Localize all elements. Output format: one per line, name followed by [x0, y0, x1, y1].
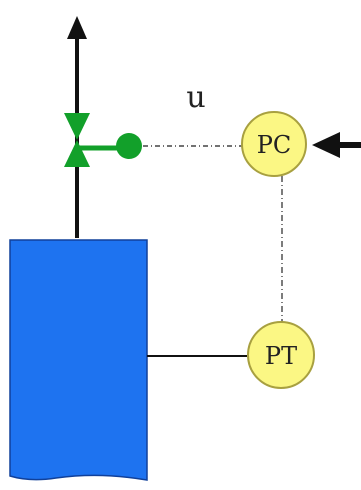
arrow-left-icon: [312, 132, 361, 158]
signal-label: u: [186, 80, 205, 115]
pressure-controller[interactable]: PC: [241, 111, 307, 177]
arrow-up-icon: [67, 16, 87, 39]
transmitter-bubble: [247, 321, 315, 389]
valve-body: [64, 113, 90, 140]
valve-icon[interactable]: [64, 113, 142, 167]
valve-actuator: [116, 133, 142, 159]
pressure-transmitter[interactable]: PT: [247, 321, 315, 389]
controller-bubble: [241, 111, 307, 177]
controller-tag: PC: [257, 131, 292, 159]
valve-body-lower: [64, 140, 90, 167]
transmitter-tag: PT: [265, 342, 297, 370]
tank-icon[interactable]: [9, 239, 148, 481]
